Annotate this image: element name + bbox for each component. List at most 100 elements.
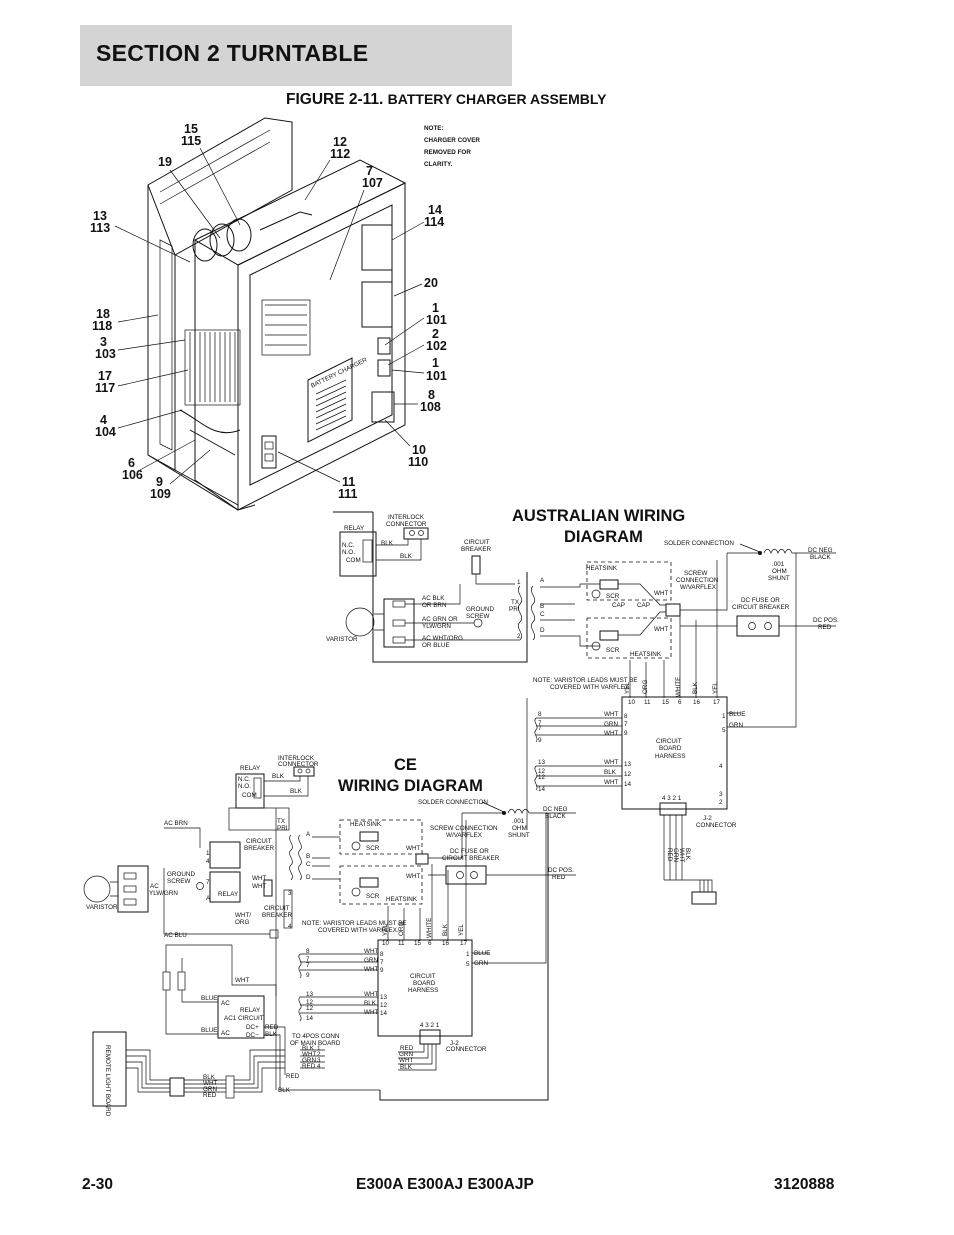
- svg-text:AC: AC: [221, 1000, 230, 1007]
- svg-text:8: 8: [428, 388, 435, 402]
- svg-text:WHT: WHT: [654, 626, 668, 633]
- svg-text:OHM: OHM: [772, 568, 787, 575]
- svg-text:15: 15: [184, 122, 198, 136]
- svg-text:BREAKER: BREAKER: [262, 912, 293, 919]
- svg-text:RELAY: RELAY: [344, 525, 365, 532]
- svg-text:HARNESS: HARNESS: [408, 987, 438, 994]
- svg-text:BLK: BLK: [290, 788, 303, 795]
- svg-text:RED: RED: [818, 624, 832, 631]
- svg-text:CONNECTOR: CONNECTOR: [696, 822, 737, 829]
- callout-19: 19: [158, 155, 221, 239]
- svg-text:RELAY: RELAY: [240, 1007, 261, 1014]
- svg-text:BLK: BLK: [203, 1074, 216, 1081]
- svg-text:BLK: BLK: [692, 681, 699, 694]
- svg-text:WHT: WHT: [678, 848, 685, 862]
- svg-text:10: 10: [412, 443, 426, 457]
- svg-text:12: 12: [306, 999, 314, 1006]
- svg-text:OF MAIN BOARD: OF MAIN BOARD: [290, 1040, 341, 1047]
- svg-text:AC GRN OR: AC GRN OR: [422, 616, 458, 623]
- ce-title-line1: CE: [394, 756, 417, 774]
- svg-text:BLK: BLK: [400, 553, 413, 560]
- svg-text:TX: TX: [511, 599, 520, 606]
- svg-text:BLK: BLK: [604, 769, 617, 776]
- svg-text:WHT: WHT: [399, 1057, 413, 1064]
- svg-text:CAP: CAP: [637, 602, 650, 609]
- svg-text:3: 3: [288, 890, 292, 897]
- svg-text:AC1: AC1: [224, 1015, 237, 1022]
- svg-text:CIRCUIT: CIRCUIT: [264, 905, 290, 912]
- svg-text:DC FUSE OR: DC FUSE OR: [741, 597, 780, 604]
- svg-text:GRN: GRN: [364, 957, 378, 964]
- svg-text:CONNECTION: CONNECTION: [676, 577, 719, 584]
- australian-wiring-diagram: AUSTRALIAN WIRING DIAGRAM RELAY N.C. N.O…: [326, 507, 839, 905]
- svg-text:SCR: SCR: [606, 593, 620, 600]
- svg-text:J-2: J-2: [703, 815, 712, 822]
- svg-text:AC: AC: [221, 1030, 230, 1037]
- svg-text:CONNECTOR: CONNECTOR: [278, 761, 319, 768]
- svg-text:10: 10: [382, 940, 390, 947]
- svg-text:WHT: WHT: [203, 1080, 217, 1087]
- svg-text:C: C: [306, 861, 311, 868]
- svg-text:7: 7: [624, 721, 628, 728]
- svg-text:DC NEG: DC NEG: [808, 547, 833, 554]
- svg-text:J-2: J-2: [450, 1040, 459, 1047]
- charger-assembly-illustration: BATTERY CHARGER NOTE: CHARGER COVER REMO…: [90, 117, 480, 511]
- svg-text:RED: RED: [265, 1024, 279, 1031]
- svg-text:GRN: GRN: [604, 721, 618, 728]
- svg-text:1: 1: [517, 579, 521, 586]
- callout-6-106: 6 106: [122, 439, 196, 482]
- svg-text:7: 7: [206, 879, 210, 886]
- svg-text:NOTE: VARISTOR LEADS MUST BE: NOTE: VARISTOR LEADS MUST BE: [533, 677, 638, 684]
- svg-text:2: 2: [517, 633, 521, 640]
- svg-text:AC BLK: AC BLK: [422, 595, 445, 602]
- svg-text:BLK: BLK: [684, 848, 691, 861]
- svg-text:D: D: [306, 874, 311, 881]
- svg-text:N.O.: N.O.: [342, 549, 355, 556]
- svg-text:CIRCUIT: CIRCUIT: [464, 539, 490, 546]
- svg-text:12: 12: [306, 1005, 314, 1012]
- svg-text:3: 3: [100, 335, 107, 349]
- heatsink-fins: [184, 329, 241, 406]
- svg-text:WHT: WHT: [252, 883, 266, 890]
- svg-text:GRN: GRN: [399, 1051, 413, 1058]
- svg-text:112: 112: [330, 147, 350, 161]
- svg-text:RELAY: RELAY: [240, 765, 261, 772]
- svg-text:A: A: [540, 577, 545, 584]
- svg-text:YEL: YEL: [382, 924, 389, 936]
- svg-text:103: 103: [95, 347, 116, 361]
- callout-12-112: 12 112: [304, 135, 350, 201]
- battery-charger-label-plate: BATTERY CHARGER: [307, 356, 369, 443]
- svg-text:RED: RED: [400, 1045, 414, 1052]
- svg-text:WHT: WHT: [235, 977, 249, 984]
- svg-text:WHT: WHT: [654, 590, 668, 597]
- svg-text:14: 14: [380, 1010, 388, 1017]
- svg-text:9: 9: [306, 972, 310, 979]
- svg-text:6: 6: [678, 699, 682, 706]
- svg-text:102: 102: [426, 339, 447, 353]
- svg-text:RED: RED: [203, 1092, 217, 1099]
- svg-text:12: 12: [624, 771, 632, 778]
- callout-2-102: 2 102: [387, 327, 447, 366]
- svg-text:113: 113: [90, 221, 110, 235]
- svg-text:17: 17: [98, 369, 112, 383]
- svg-text:13: 13: [306, 991, 314, 998]
- svg-text:PRI: PRI: [509, 606, 520, 613]
- svg-text:DC POS.: DC POS.: [548, 867, 574, 874]
- svg-text:COVERED WITH VARFLEX.: COVERED WITH VARFLEX.: [550, 684, 631, 691]
- svg-text:A: A: [306, 831, 311, 838]
- svg-text:10: 10: [628, 699, 636, 706]
- svg-text:COM: COM: [242, 792, 257, 799]
- figure-title: FIGURE 2-11. BATTERY CHARGER ASSEMBLY: [286, 91, 607, 109]
- svg-text:118: 118: [92, 319, 112, 333]
- svg-text:WHT: WHT: [302, 1051, 316, 1058]
- svg-text:20: 20: [424, 276, 438, 290]
- svg-text:YLW/GRN: YLW/GRN: [422, 623, 451, 630]
- svg-text:3: 3: [317, 1057, 321, 1064]
- svg-text:GRN: GRN: [672, 848, 679, 862]
- svg-text:RED: RED: [302, 1063, 316, 1070]
- svg-text:DC FUSE OR: DC FUSE OR: [450, 848, 489, 855]
- svg-text:5: 5: [466, 961, 470, 968]
- svg-text:DC+: DC+: [246, 1024, 259, 1031]
- svg-text:104: 104: [95, 425, 116, 439]
